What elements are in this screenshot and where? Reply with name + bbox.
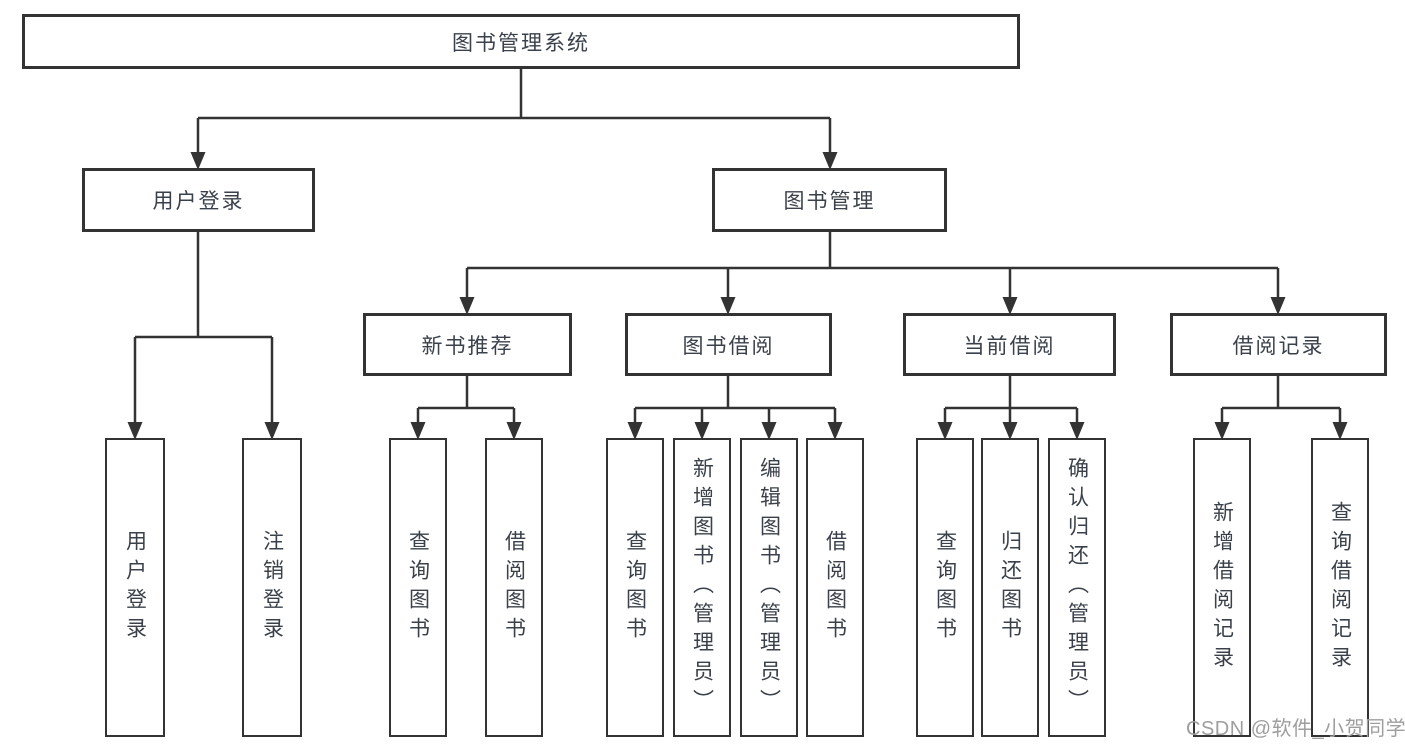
node-leaf-query-books-borrowing-label: 查询图书: [623, 529, 647, 646]
node-borrowing-records: 借阅记录: [1170, 313, 1387, 376]
node-new-book-recommend-label: 新书推荐: [421, 334, 514, 358]
node-leaf-borrow-books-borrowing: 借阅图书: [806, 438, 864, 737]
node-leaf-query-books-borrowing: 查询图书: [606, 438, 664, 737]
node-leaf-query-books-recommend: 查询图书: [389, 438, 447, 737]
node-leaf-borrow-books-borrowing-label: 借阅图书: [823, 529, 847, 646]
node-leaf-confirm-return-admin-label: 确认归还（管理员）: [1065, 457, 1089, 718]
node-leaf-add-books-admin-label: 新增图书（管理员）: [690, 457, 714, 718]
node-leaf-user-login-label: 用户登录: [123, 529, 147, 646]
csdn-watermark: CSDN @软件_小贺同学: [1186, 718, 1405, 740]
node-leaf-edit-books-admin-label: 编辑图书（管理员）: [757, 457, 781, 718]
node-leaf-add-books-admin: 新增图书（管理员）: [673, 438, 731, 737]
node-leaf-logout-label: 注销登录: [260, 529, 284, 646]
node-user-login: 用户登录: [82, 168, 315, 232]
node-leaf-user-login: 用户登录: [105, 438, 165, 737]
node-leaf-query-borrow-record-label: 查询借阅记录: [1328, 500, 1352, 675]
node-borrowing-records-label: 借阅记录: [1232, 334, 1325, 358]
node-leaf-query-books-recommend-label: 查询图书: [406, 529, 430, 646]
node-new-book-recommend: 新书推荐: [363, 313, 572, 376]
node-leaf-add-borrow-record-label: 新增借阅记录: [1210, 500, 1234, 675]
node-leaf-borrow-books-recommend: 借阅图书: [485, 438, 543, 737]
node-current-borrowing: 当前借阅: [903, 313, 1116, 376]
node-book-management-label: 图书管理: [783, 190, 876, 213]
node-user-login-label: 用户登录: [152, 190, 245, 213]
node-book-management: 图书管理: [712, 168, 947, 232]
node-book-management-system-label: 图书管理系统: [452, 31, 590, 55]
node-leaf-borrow-books-recommend-label: 借阅图书: [502, 529, 526, 646]
node-leaf-add-borrow-record: 新增借阅记录: [1193, 438, 1251, 737]
node-leaf-query-books-current: 查询图书: [916, 438, 974, 737]
node-book-borrowing-label: 图书借阅: [682, 334, 775, 358]
node-leaf-query-borrow-record: 查询借阅记录: [1311, 438, 1369, 737]
node-current-borrowing-label: 当前借阅: [963, 334, 1056, 358]
node-leaf-edit-books-admin: 编辑图书（管理员）: [740, 438, 798, 737]
node-leaf-confirm-return-admin: 确认归还（管理员）: [1048, 438, 1106, 737]
node-book-borrowing: 图书借阅: [625, 313, 832, 376]
node-leaf-logout: 注销登录: [242, 438, 302, 737]
node-leaf-return-books-label: 归还图书: [998, 529, 1022, 646]
node-leaf-return-books: 归还图书: [981, 438, 1039, 737]
node-book-management-system: 图书管理系统: [22, 14, 1020, 69]
node-leaf-query-books-current-label: 查询图书: [933, 529, 957, 646]
